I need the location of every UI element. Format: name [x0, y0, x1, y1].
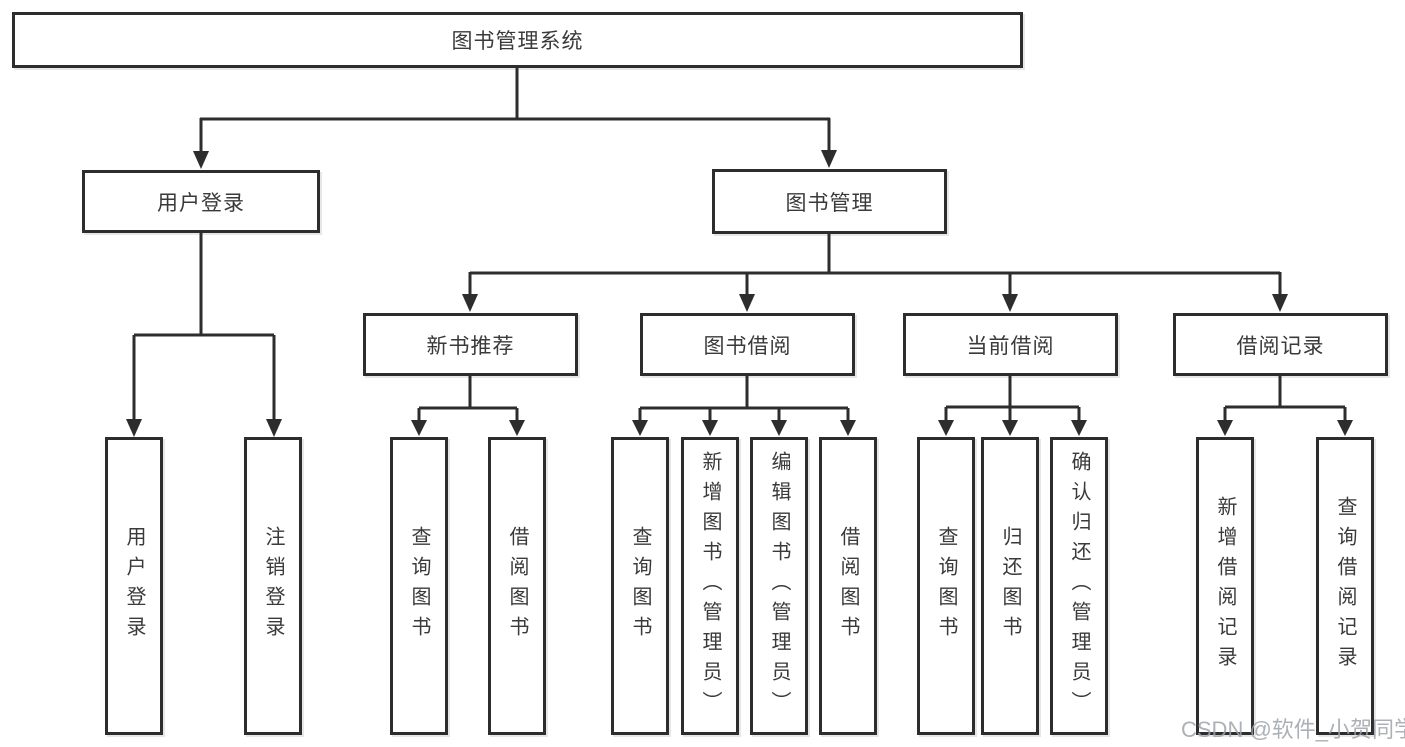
- leaf-current-return-books: 归还图书: [981, 437, 1039, 735]
- leaf-newbook-borrow-books: 借阅图书: [488, 437, 546, 735]
- node-root: 图书管理系统: [12, 12, 1023, 68]
- leaf-user-login-label: 用户登录: [123, 526, 145, 646]
- node-root-label: 图书管理系统: [451, 30, 584, 53]
- node-book-management: 图书管理: [712, 169, 947, 234]
- leaf-borrow-borrow-books: 借阅图书: [819, 437, 877, 735]
- leaf-current-confirm-return-admin: 确认归还（管理员）: [1050, 437, 1108, 735]
- node-book-borrowing-label: 图书借阅: [703, 334, 792, 358]
- node-book-borrowing: 图书借阅: [640, 313, 855, 376]
- leaf-borrow-add-books-admin-label: 新增图书（管理员）: [699, 451, 721, 721]
- leaf-newbook-borrow-books-label: 借阅图书: [506, 526, 528, 646]
- node-book-management-label: 图书管理: [785, 191, 874, 215]
- leaf-record-query-borrow-record-label: 查询借阅记录: [1334, 496, 1356, 676]
- connector-drops-level3: [468, 272, 1282, 296]
- arrowheads: [126, 150, 1353, 437]
- node-borrowing-records-label: 借阅记录: [1236, 334, 1325, 358]
- leaf-borrow-query-books: 查询图书: [611, 437, 669, 735]
- connector-borrow-branch: [638, 375, 850, 422]
- leaf-record-query-borrow-record: 查询借阅记录: [1316, 437, 1374, 735]
- csdn-watermark: CSDN @软件_小贺同学: [1181, 717, 1405, 742]
- leaf-record-add-borrow-record-label: 新增借阅记录: [1214, 496, 1236, 676]
- leaf-borrow-edit-books-admin-label: 编辑图书（管理员）: [768, 451, 790, 721]
- leaf-borrow-add-books-admin: 新增图书（管理员）: [681, 437, 739, 735]
- node-user-login: 用户登录: [82, 170, 320, 233]
- leaf-borrow-query-books-label: 查询图书: [629, 526, 651, 646]
- node-borrowing-records: 借阅记录: [1173, 313, 1388, 376]
- leaf-current-confirm-return-admin-label: 确认归还（管理员）: [1068, 451, 1090, 721]
- leaf-record-add-borrow-record: 新增借阅记录: [1196, 437, 1254, 735]
- leaf-current-query-books: 查询图书: [917, 437, 975, 735]
- leaf-logout: 注销登录: [244, 437, 302, 735]
- leaf-user-login: 用户登录: [105, 437, 163, 735]
- leaf-logout-label: 注销登录: [262, 526, 284, 646]
- leaf-current-return-books-label: 归还图书: [999, 526, 1021, 646]
- node-new-book-recommendation: 新书推荐: [363, 313, 578, 376]
- leaf-newbook-query-books-label: 查询图书: [408, 526, 430, 646]
- node-current-borrowing: 当前借阅: [903, 313, 1118, 376]
- node-new-book-recommendation-label: 新书推荐: [426, 334, 515, 358]
- node-user-login-label: 用户登录: [157, 191, 245, 215]
- leaf-current-query-books-label: 查询图书: [935, 526, 957, 646]
- leaf-borrow-borrow-books-label: 借阅图书: [837, 526, 859, 646]
- connector-current-branch: [944, 375, 1081, 422]
- leaf-borrow-edit-books-admin: 编辑图书（管理员）: [750, 437, 808, 735]
- node-current-borrowing-label: 当前借阅: [966, 334, 1055, 358]
- connector-user-branch: [132, 232, 276, 421]
- leaf-newbook-query-books: 查询图书: [390, 437, 448, 735]
- connector-newbook-branch: [417, 375, 519, 422]
- connector-record-branch: [1223, 375, 1347, 422]
